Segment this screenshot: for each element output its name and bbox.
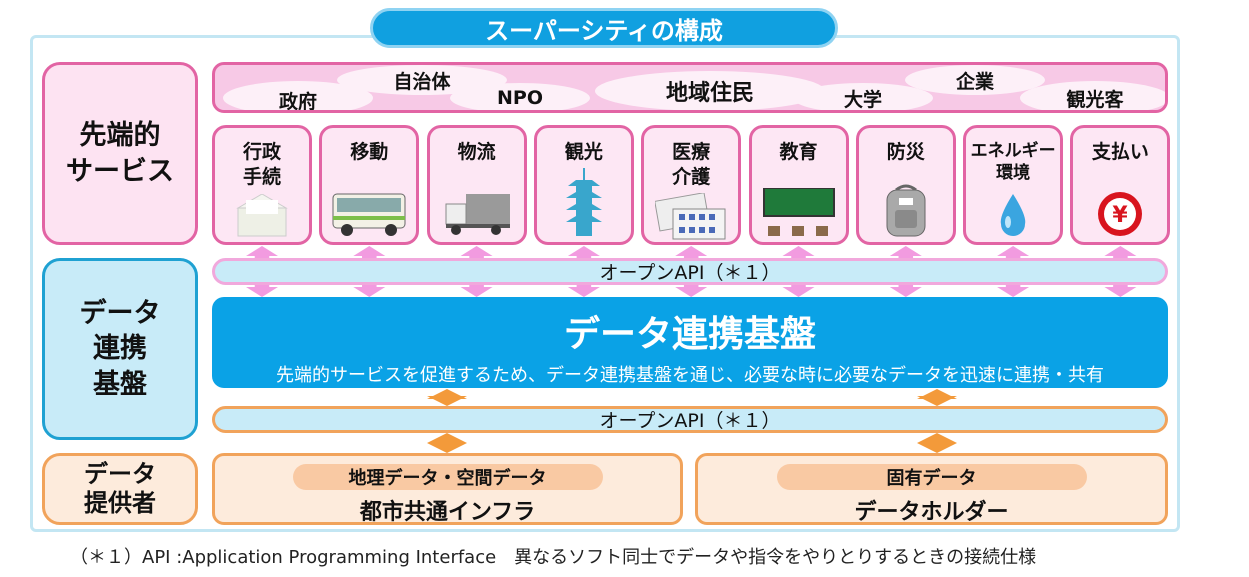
envelope-icon — [234, 193, 290, 242]
double-arrow-icon — [917, 433, 957, 453]
service-card: 物流 — [426, 125, 527, 245]
service-card: 防災 — [855, 125, 956, 245]
service-label: 医療 介護 — [672, 141, 711, 188]
double-arrow-icon — [917, 389, 957, 406]
service-label: エネルギー 環境 — [970, 141, 1056, 184]
open-api-band-top: オープンAPI（＊１） — [212, 258, 1168, 285]
service-label: 移動 — [350, 141, 389, 163]
backpack-icon — [881, 182, 931, 242]
service-label: 行政 手続 — [242, 141, 281, 188]
pills-icon — [654, 192, 727, 245]
svg-text:¥: ¥ — [1113, 203, 1129, 228]
blackboard-icon — [762, 187, 836, 242]
service-card: 教育 — [748, 125, 849, 245]
service-card: 移動 — [319, 125, 420, 245]
service-card: エネルギー 環境 — [963, 125, 1064, 245]
stakeholder-residents: 地域住民 — [595, 71, 825, 110]
truck-icon — [442, 192, 512, 240]
open-api-band-bottom: オープンAPI（＊１） — [212, 406, 1168, 433]
stakeholder-municipality: 自治体 — [337, 65, 507, 95]
service-card: 支払い ¥ — [1070, 125, 1171, 245]
provider-name: データホルダー — [854, 500, 1009, 525]
diagram-title: スーパーシティの構成 — [370, 8, 838, 48]
label-data-providers: データ 提供者 — [42, 453, 198, 525]
provider-tag: 地理データ・空間データ — [292, 464, 603, 490]
data-platform-box: データ連携基盤 先端的サービスを促進するため、データ連携基盤を通じ、必要な時に必… — [212, 297, 1168, 388]
provider-urban-infrastructure: 地理データ・空間データ 都市共通インフラ — [212, 453, 683, 525]
provider-data-holder: 固有データ データホルダー — [695, 453, 1168, 525]
service-label: 観光 — [564, 141, 603, 163]
service-label: 教育 — [779, 141, 818, 163]
footnote: （＊１）API :Application Programming Interfa… — [70, 547, 1037, 568]
label-data-platform: データ 連携 基盤 — [42, 258, 198, 440]
service-card: 医療 介護 — [641, 125, 742, 245]
double-arrow-icon — [427, 433, 467, 453]
stakeholder-band: 政府 自治体 NPO 地域住民 大学 企業 観光客 — [212, 62, 1168, 113]
platform-description: 先端的サービスを促進するため、データ連携基盤を通じ、必要な時に必要なデータを迅速… — [276, 365, 1104, 386]
provider-tag: 固有データ — [776, 464, 1087, 490]
stakeholder-companies: 企業 — [905, 65, 1045, 95]
double-arrow-icon — [427, 389, 467, 406]
bus-icon — [331, 192, 407, 240]
stakeholder-tourists: 観光客 — [1020, 81, 1165, 110]
pagoda-icon — [564, 168, 604, 242]
service-card: 観光 — [533, 125, 634, 245]
stakeholder-university: 大学 — [793, 83, 933, 110]
service-label: 防災 — [886, 141, 925, 163]
yen-coin-icon: ¥ — [1096, 190, 1144, 242]
label-advanced-services: 先端的 サービス — [42, 62, 198, 245]
stakeholder-npo: NPO — [450, 83, 590, 110]
service-label: 物流 — [457, 141, 496, 163]
service-label: 支払い — [1091, 141, 1149, 163]
service-card: 行政 手続 — [212, 125, 312, 245]
provider-name: 都市共通インフラ — [359, 500, 536, 525]
water-drop-icon — [997, 192, 1029, 242]
platform-heading: データ連携基盤 — [563, 314, 816, 355]
